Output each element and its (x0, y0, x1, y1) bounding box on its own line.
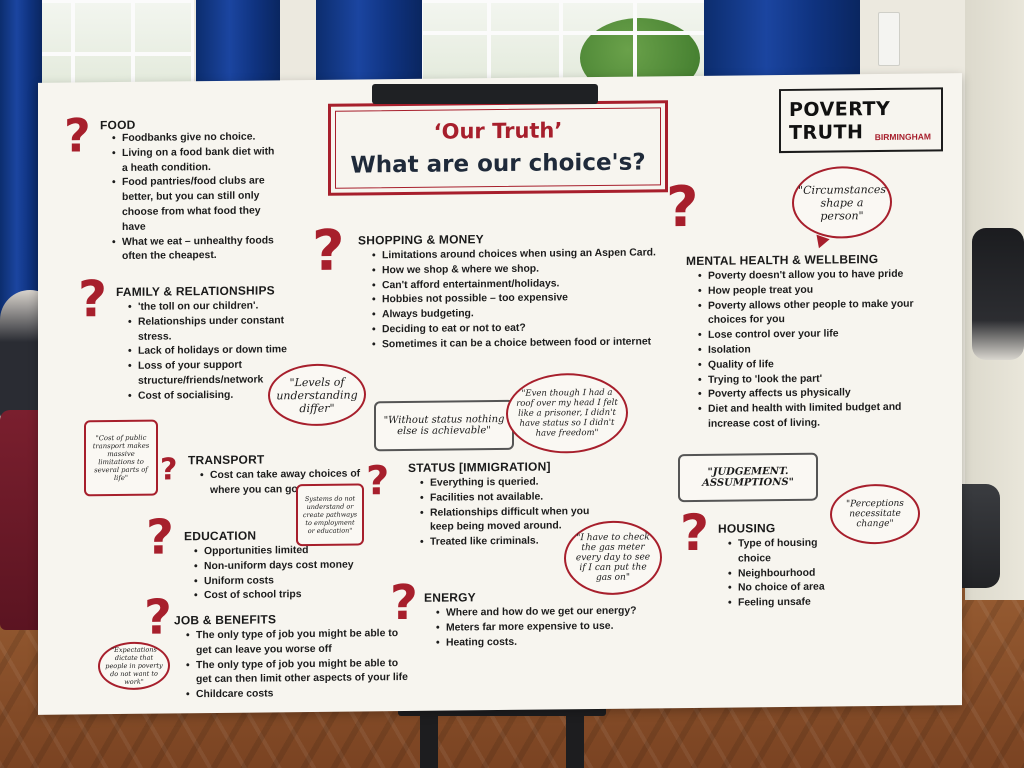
job-item: Childcare costs (186, 686, 426, 703)
question-mark-mental-icon: ? (666, 174, 699, 241)
shopping-item: Sometimes it can be a choice between foo… (372, 335, 682, 353)
bubble-even-though: "Even though I had a roof over my head I… (506, 372, 628, 454)
bubble-without-status: "Without status nothing else is achievab… (374, 399, 514, 452)
title-box: ‘Our Truth’ What are our choice's? (328, 100, 668, 196)
bubble-cost-transport: "Cost of public transport makes massive … (84, 419, 158, 497)
bubble-judgement: "JUDGEMENT. ASSUMPTIONS" (678, 452, 818, 503)
bubble-systems-text: Systems do not understand or create path… (302, 494, 358, 536)
housing-item: Feeling unsafe (728, 595, 858, 611)
list-energy: Where and how do we get our energy? Mete… (436, 604, 656, 651)
bubble-expectations: "Expectations dictate that people in pov… (98, 641, 170, 691)
education-item: Cost of school trips (194, 588, 374, 605)
bubble-judgement-text: "JUDGEMENT. ASSUMPTIONS" (702, 465, 794, 489)
curtain-left (0, 0, 42, 330)
heading-food: FOOD (100, 117, 136, 133)
list-mental-health: Poverty doesn't allow you to have pride … (698, 267, 938, 432)
question-mark-food-icon: ? (64, 108, 91, 163)
question-mark-energy-icon: ? (390, 574, 418, 632)
bubble-levels-text: "Levels of understanding differ" (276, 375, 358, 415)
list-education: Opportunities limited Non-uniform days c… (194, 543, 374, 604)
heading-family: FAMILY & RELATIONSHIPS (116, 283, 275, 300)
housing-item: No choice of area (728, 581, 858, 597)
question-mark-shopping-icon: ? (312, 218, 345, 284)
easel-leg-right (566, 712, 584, 768)
bubble-without-status-text: "Without status nothing else is achievab… (383, 413, 505, 438)
question-mark-housing-icon: ? (680, 503, 710, 563)
poverty-truth-logo: POVERTY TRUTH BIRMINGHAM (779, 87, 943, 154)
bubble-systems: Systems do not understand or create path… (296, 483, 364, 547)
question-mark-job-icon: ? (144, 589, 172, 646)
heading-status: STATUS [IMMIGRATION] (408, 459, 551, 475)
housing-item: Type of housing (728, 536, 858, 552)
list-housing: Type of housing choice Neighbourhood No … (728, 536, 858, 611)
energy-item: Heating costs. (436, 634, 656, 651)
bubble-perceptions: "Perceptions necessitate change" (830, 483, 920, 545)
list-food: Foodbanks give no choice. Living on a fo… (112, 130, 312, 265)
poster-board: ‘Our Truth’ What are our choice's? POVER… (38, 73, 962, 715)
bubble-cost-transport-text: "Cost of public transport makes massive … (92, 433, 150, 483)
heading-energy: ENERGY (424, 590, 476, 605)
wall-switch (878, 12, 900, 66)
list-shopping: Limitations around choices when using an… (372, 246, 682, 353)
question-mark-status-icon: ? (366, 458, 390, 505)
food-item: often the cheapest. (122, 250, 217, 263)
heading-shopping: SHOPPING & MONEY (358, 232, 484, 248)
bubble-gas-meter: "I have to check the gas meter every day… (564, 520, 662, 596)
logo-word-truth: TRUTH (789, 121, 864, 144)
bubble-levels: "Levels of understanding differ" (268, 363, 366, 427)
bubble-circumstances-text: "Circumstances shape a person" (798, 182, 886, 223)
question-mark-education-icon: ? (146, 509, 174, 566)
heading-transport: TRANSPORT (188, 452, 265, 468)
heading-job: JOB & BENEFITS (174, 612, 277, 628)
bubble-even-though-text: "Even though I had a roof over my head I… (516, 387, 618, 439)
title-question: What are our choice's? (350, 149, 646, 179)
bubble-circumstances: "Circumstances shape a person" (792, 165, 892, 251)
title-our-truth: ‘Our Truth’ (433, 118, 563, 144)
bubble-gas-meter-text: "I have to check the gas meter every day… (575, 532, 651, 583)
heading-housing: HOUSING (718, 521, 776, 536)
logo-word-birmingham: BIRMINGHAM (874, 131, 931, 143)
heading-education: EDUCATION (184, 528, 257, 544)
bubble-perceptions-text: "Perceptions necessitate change" (846, 498, 904, 530)
logo-word-poverty: POVERTY (789, 97, 891, 121)
easel-top-clip (372, 84, 598, 104)
housing-item: Neighbourhood (728, 566, 858, 582)
bubble-expectations-text: "Expectations dictate that people in pov… (105, 645, 163, 686)
question-mark-family-icon: ? (78, 270, 108, 329)
housing-item: choice (738, 552, 771, 565)
heading-mental-health: MENTAL HEALTH & WELLBEING (686, 252, 879, 269)
hanging-bag (972, 228, 1024, 360)
mental-item: increase cost of living. (708, 417, 821, 430)
question-mark-transport-icon: ? (160, 452, 178, 488)
easel-leg-left (420, 712, 438, 768)
list-job: The only type of job you might be able t… (186, 627, 426, 703)
